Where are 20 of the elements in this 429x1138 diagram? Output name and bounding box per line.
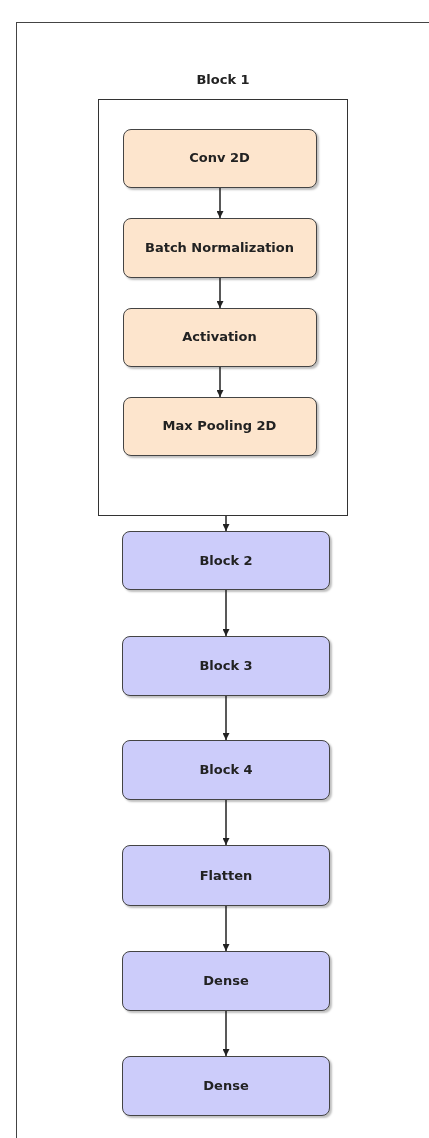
arrow (222, 799, 230, 846)
process-box: Block 3 (122, 636, 330, 696)
group-title: Block 1 (195, 70, 251, 89)
arrow (222, 905, 230, 952)
arrow (222, 1010, 230, 1057)
arrow (216, 277, 224, 309)
arrow (222, 515, 230, 532)
process-box: Batch Normalization (122, 217, 317, 278)
process-box: Activation (122, 307, 317, 367)
process-box: Conv 2D (122, 128, 317, 188)
process-box: Dense (122, 951, 330, 1011)
arrow (222, 589, 230, 637)
process-box: Flatten (122, 845, 330, 906)
arrow (216, 366, 224, 398)
arrow (222, 695, 230, 741)
process-box: Block 2 (122, 531, 330, 590)
process-box: Dense (122, 1056, 330, 1116)
arrow (216, 187, 224, 219)
process-box: Max Pooling 2D (122, 396, 317, 456)
process-box: Block 4 (122, 740, 330, 800)
